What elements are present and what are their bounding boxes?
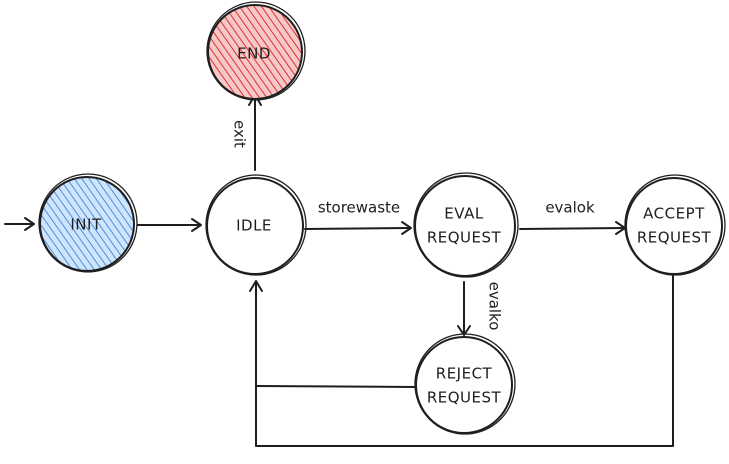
state-reject-request: REJECT REQUEST — [414, 333, 516, 435]
state-reject-request-line2: REQUEST — [427, 389, 502, 407]
state-end: END — [206, 1, 306, 101]
entry-arrow — [4, 217, 35, 231]
edge-eval-accept — [519, 221, 626, 235]
edge-label-storewaste: storewaste — [318, 199, 400, 217]
state-accept-request: ACCEPT REQUEST — [624, 174, 726, 276]
state-accept-request-line2: REQUEST — [637, 229, 712, 247]
edge-label-evalko: evalko — [486, 282, 504, 331]
edge-idle-end — [248, 94, 262, 171]
edge-init-idle — [137, 218, 202, 232]
edge-eval-reject — [457, 281, 471, 336]
edge-reject-idle — [255, 385, 417, 388]
state-idle-label: IDLE — [236, 217, 272, 235]
state-reject-request-line1: REJECT — [436, 365, 493, 383]
state-eval-request: EVAL REQUEST — [413, 172, 519, 278]
edge-accept-idle — [249, 275, 674, 447]
state-idle: IDLE — [205, 174, 307, 276]
state-eval-request-line1: EVAL — [444, 205, 484, 223]
state-accept-request-line1: ACCEPT — [643, 205, 705, 223]
edge-label-evalok: evalok — [545, 199, 595, 217]
edge-label-exit: exit — [231, 120, 249, 148]
state-init: INIT — [38, 173, 138, 273]
state-init-label: INIT — [70, 216, 102, 234]
state-eval-request-line2: REQUEST — [427, 229, 502, 247]
edge-idle-eval — [304, 221, 412, 235]
state-end-label: END — [237, 45, 271, 63]
